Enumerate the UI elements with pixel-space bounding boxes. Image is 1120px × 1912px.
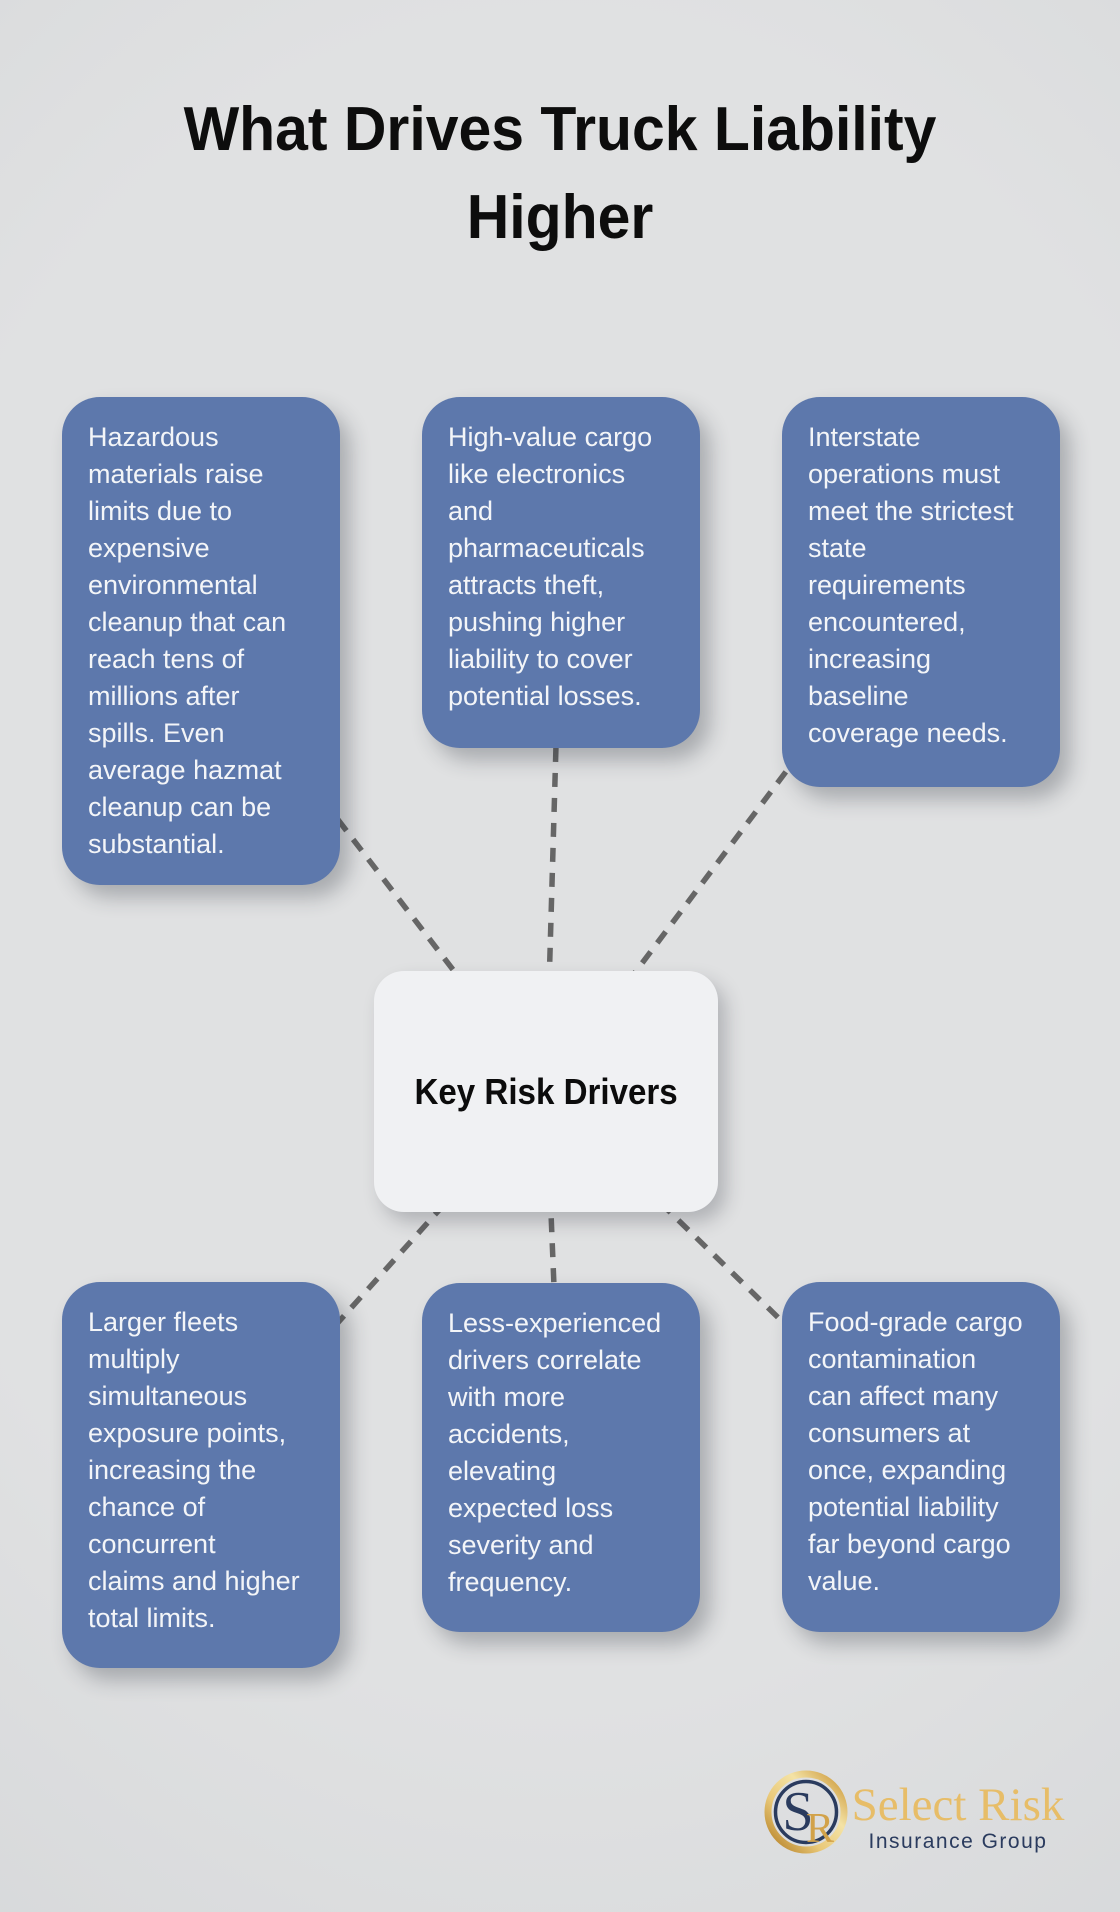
logo-company-name: Select Risk: [852, 1779, 1065, 1831]
risk-node-text: Hazardous materials raise limits due to …: [88, 422, 287, 859]
connector-hazardous: [198, 639, 549, 1093]
risk-node-high-value-cargo: High-value cargo like electronics and ph…: [422, 397, 700, 748]
page-title: What Drives Truck Liability Higher: [183, 95, 937, 252]
risk-node-text: Less-experienced drivers correlate with …: [448, 1308, 662, 1597]
risk-node-hazardous-materials: Hazardous materials raise limits due to …: [62, 397, 340, 885]
monogram-letter-r: R: [806, 1806, 834, 1852]
risk-node-driver-experience: Less-experienced drivers correlate with …: [422, 1283, 700, 1632]
risk-node-text: Food-grade cargo contamination can affec…: [808, 1307, 1023, 1596]
monogram-letter-s: S: [782, 1781, 813, 1843]
logo-tagline: Insurance Group: [869, 1830, 1048, 1853]
risk-node-text: Larger fleets multiply simultaneous expo…: [88, 1307, 300, 1633]
risk-node-interstate-operations: Interstate operations must meet the stri…: [782, 397, 1060, 787]
sr-monogram-icon: S R: [764, 1770, 848, 1854]
risk-node-text: High-value cargo like electronics and ph…: [448, 422, 653, 711]
risk-node-fleet-size: Larger fleets multiply simultaneous expo…: [62, 1282, 340, 1668]
risk-node-text: Interstate operations must meet the stri…: [808, 422, 1014, 748]
company-logo: S R Select Risk Insurance Group: [764, 1770, 1065, 1854]
center-node-label: Key Risk Drivers: [414, 1070, 678, 1112]
risk-node-food-grade-cargo: Food-grade cargo contamination can affec…: [782, 1282, 1060, 1632]
center-node: Key Risk Drivers: [374, 971, 718, 1212]
